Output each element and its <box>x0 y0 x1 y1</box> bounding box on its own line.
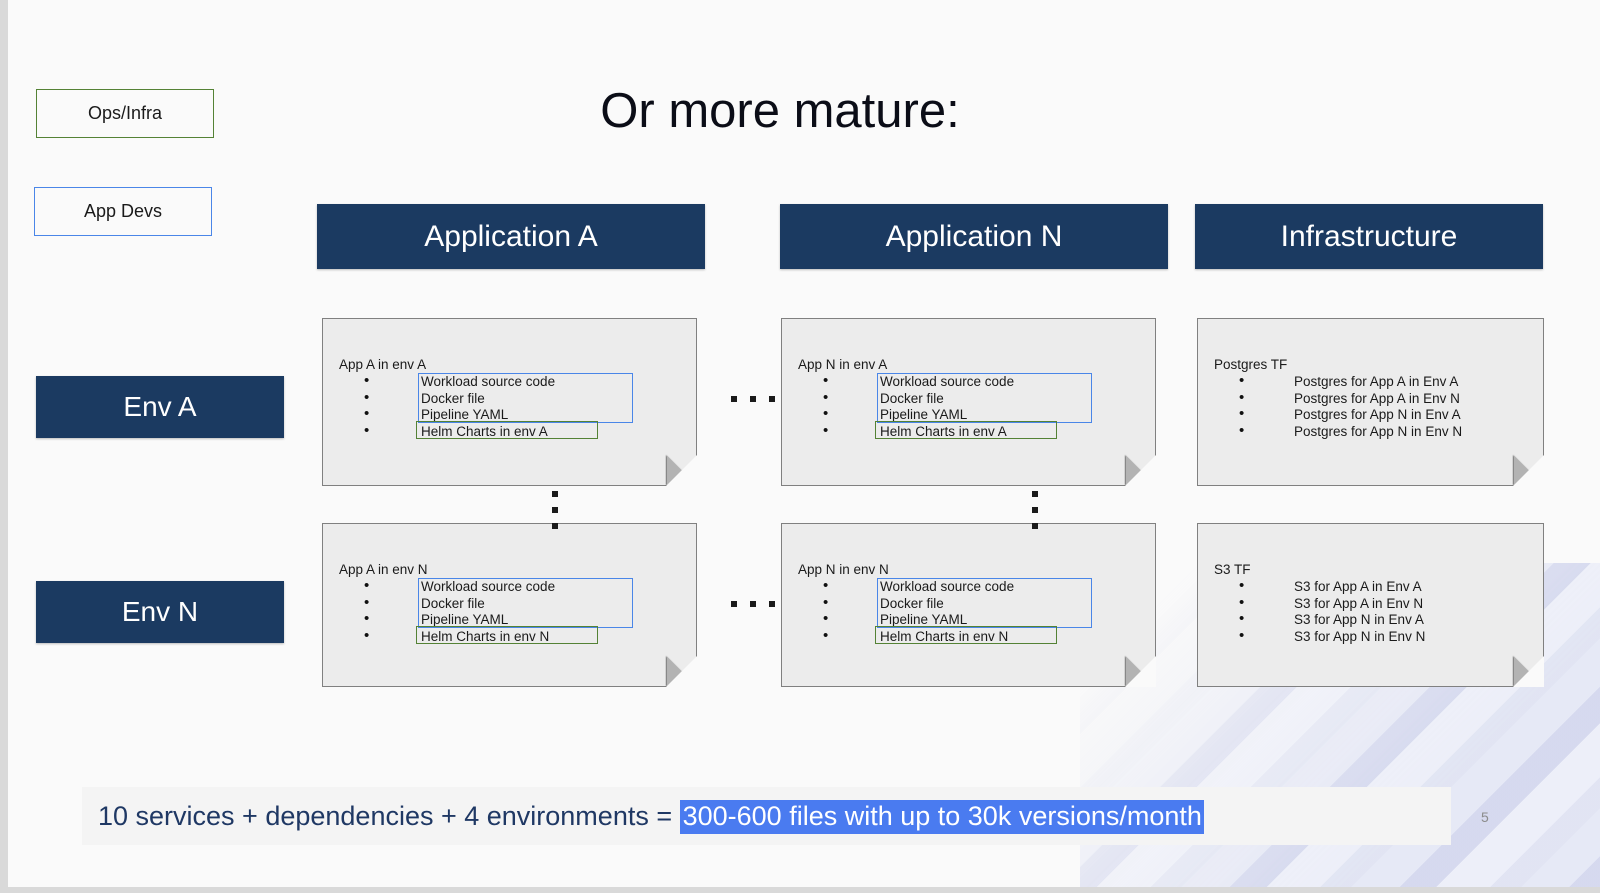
list-item: Pipeline YAML <box>798 406 1155 424</box>
card-content: S3 TF S3 for App A in Env A S3 for App A… <box>1198 524 1543 645</box>
legend-app-devs: App Devs <box>34 187 212 236</box>
card-content: App N in env N Workload source code Dock… <box>782 524 1155 645</box>
env-label-env-a-text: Env A <box>123 391 197 422</box>
dot <box>750 601 756 607</box>
list-item: S3 for App A in Env A <box>1214 578 1543 596</box>
list-item: Helm Charts in env N <box>339 628 696 646</box>
document-card-app-n-env-a: App N in env A Workload source code Dock… <box>781 318 1156 486</box>
card-item-list: Workload source code Docker file Pipelin… <box>798 578 1155 646</box>
column-header-application-a-label: Application A <box>424 219 598 253</box>
card-content: Postgres TF Postgres for App A in Env A … <box>1198 319 1543 440</box>
dot <box>1032 507 1038 513</box>
list-item: Workload source code <box>798 373 1155 391</box>
dot <box>750 396 756 402</box>
card-title: App A in env A <box>339 357 427 372</box>
list-item: Workload source code <box>798 578 1155 596</box>
column-header-infrastructure-label: Infrastructure <box>1280 219 1458 253</box>
column-header-application-n-label: Application N <box>885 219 1063 253</box>
card-item-list: Workload source code Docker file Pipelin… <box>339 578 696 646</box>
list-item: Docker file <box>339 595 696 613</box>
summary-caption-text: 10 services + dependencies + 4 environme… <box>82 799 1204 834</box>
legend-ops-infra-label: Ops/Infra <box>87 103 163 123</box>
list-item: Docker file <box>798 595 1155 613</box>
card-title: S3 TF <box>1214 562 1251 577</box>
summary-caption-bar: 10 services + dependencies + 4 environme… <box>82 787 1451 845</box>
list-item: Workload source code <box>339 373 696 391</box>
page-number: 5 <box>1481 809 1489 825</box>
dot <box>731 396 737 402</box>
dot <box>552 507 558 513</box>
dot <box>769 601 775 607</box>
list-item: Pipeline YAML <box>339 406 696 424</box>
card-title: App A in env N <box>339 562 428 577</box>
card-item-list: S3 for App A in Env A S3 for App A in En… <box>1214 578 1543 646</box>
env-label-env-a: Env A <box>36 376 284 438</box>
list-item: S3 for App N in Env A <box>1214 611 1543 629</box>
column-header-infrastructure: Infrastructure <box>1195 204 1543 269</box>
dot <box>552 491 558 497</box>
column-header-application-n: Application N <box>780 204 1168 269</box>
list-item: Helm Charts in env A <box>339 423 696 441</box>
document-card-app-a-env-a: App A in env A Workload source code Dock… <box>322 318 697 486</box>
horizontal-ellipsis-icon <box>731 396 775 402</box>
legend-app-devs-label: App Devs <box>83 201 163 221</box>
caption-highlight: 300-600 files with up to 30k versions/mo… <box>679 799 1204 834</box>
list-item: Helm Charts in env N <box>798 628 1155 646</box>
card-content: App A in env A Workload source code Dock… <box>323 319 696 440</box>
slide-bottom-edge <box>0 887 1600 893</box>
dot <box>731 601 737 607</box>
column-header-application-a: Application A <box>317 204 705 269</box>
vertical-ellipsis-icon <box>1032 491 1038 529</box>
card-item-list: Workload source code Docker file Pipelin… <box>798 373 1155 441</box>
dot <box>1032 523 1038 529</box>
list-item: Pipeline YAML <box>798 611 1155 629</box>
document-card-postgres-tf: Postgres TF Postgres for App A in Env A … <box>1197 318 1544 486</box>
dot <box>552 523 558 529</box>
card-title: Postgres TF <box>1214 357 1288 372</box>
list-item: Postgres for App N in Env N <box>1214 423 1543 441</box>
document-card-app-a-env-n: App A in env N Workload source code Dock… <box>322 523 697 687</box>
caption-prefix: 10 services + dependencies + 4 environme… <box>98 800 680 831</box>
page-title: Or more mature: <box>600 84 960 138</box>
list-item: Postgres for App A in Env N <box>1214 390 1543 408</box>
dot <box>769 396 775 402</box>
card-item-list: Workload source code Docker file Pipelin… <box>339 373 696 441</box>
list-item: Workload source code <box>339 578 696 596</box>
horizontal-ellipsis-icon <box>731 601 775 607</box>
vertical-ellipsis-icon <box>552 491 558 529</box>
list-item: S3 for App A in Env N <box>1214 595 1543 613</box>
card-content: App A in env N Workload source code Dock… <box>323 524 696 645</box>
document-card-app-n-env-n: App N in env N Workload source code Dock… <box>781 523 1156 687</box>
card-item-list: Postgres for App A in Env A Postgres for… <box>1214 373 1543 441</box>
slide-left-edge <box>0 0 8 893</box>
list-item: S3 for App N in Env N <box>1214 628 1543 646</box>
list-item: Docker file <box>798 390 1155 408</box>
list-item: Pipeline YAML <box>339 611 696 629</box>
card-title: App N in env A <box>798 357 888 372</box>
list-item: Postgres for App N in Env A <box>1214 406 1543 424</box>
legend-ops-infra: Ops/Infra <box>36 89 214 138</box>
card-content: App N in env A Workload source code Dock… <box>782 319 1155 440</box>
document-card-s3-tf: S3 TF S3 for App A in Env A S3 for App A… <box>1197 523 1544 687</box>
env-label-env-n: Env N <box>36 581 284 643</box>
env-label-env-n-text: Env N <box>121 596 199 627</box>
list-item: Postgres for App A in Env A <box>1214 373 1543 391</box>
card-title: App N in env N <box>798 562 889 577</box>
list-item: Docker file <box>339 390 696 408</box>
list-item: Helm Charts in env A <box>798 423 1155 441</box>
dot <box>1032 491 1038 497</box>
